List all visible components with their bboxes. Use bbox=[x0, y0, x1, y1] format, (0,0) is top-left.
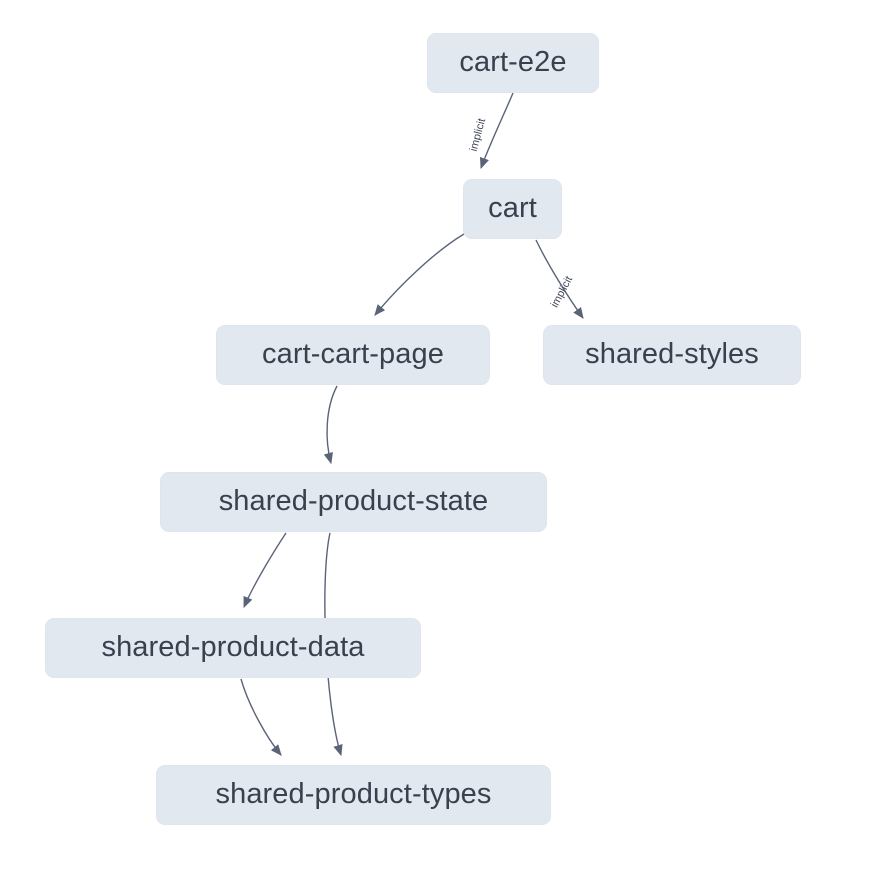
graph-node-cart[interactable]: cart bbox=[463, 179, 562, 239]
graph-node-label: shared-product-data bbox=[101, 630, 365, 663]
graph-node-label: shared-product-types bbox=[215, 777, 492, 810]
graph-node-label: shared-product-state bbox=[218, 484, 489, 517]
graph-node-cart-e2e[interactable]: cart-e2e bbox=[427, 33, 599, 93]
graph-edge-cart-cart-page__shared-product-state bbox=[323, 385, 338, 465]
graph-node-shared-product-types[interactable]: shared-product-types bbox=[156, 765, 551, 825]
graph-edge-shared-product-data__shared-product-types bbox=[240, 678, 282, 756]
graph-node-label: shared-styles bbox=[585, 337, 759, 370]
graph-edge-cart__cart-cart-page bbox=[374, 233, 465, 316]
graph-node-label: cart-cart-page bbox=[262, 337, 444, 370]
graph-node-shared-product-state[interactable]: shared-product-state bbox=[160, 472, 547, 532]
graph-node-cart-cart-page[interactable]: cart-cart-page bbox=[216, 325, 490, 385]
graph-node-shared-styles[interactable]: shared-styles bbox=[543, 325, 801, 385]
graph-node-shared-product-data[interactable]: shared-product-data bbox=[45, 618, 421, 678]
graph-edge-cart-e2e__cart bbox=[479, 92, 514, 170]
graph-node-label: cart-e2e bbox=[459, 45, 567, 78]
graph-edge-shared-product-state__shared-product-data bbox=[243, 532, 287, 609]
graph-edge-cart__shared-styles bbox=[535, 239, 584, 319]
graph-node-label: cart bbox=[488, 191, 537, 224]
